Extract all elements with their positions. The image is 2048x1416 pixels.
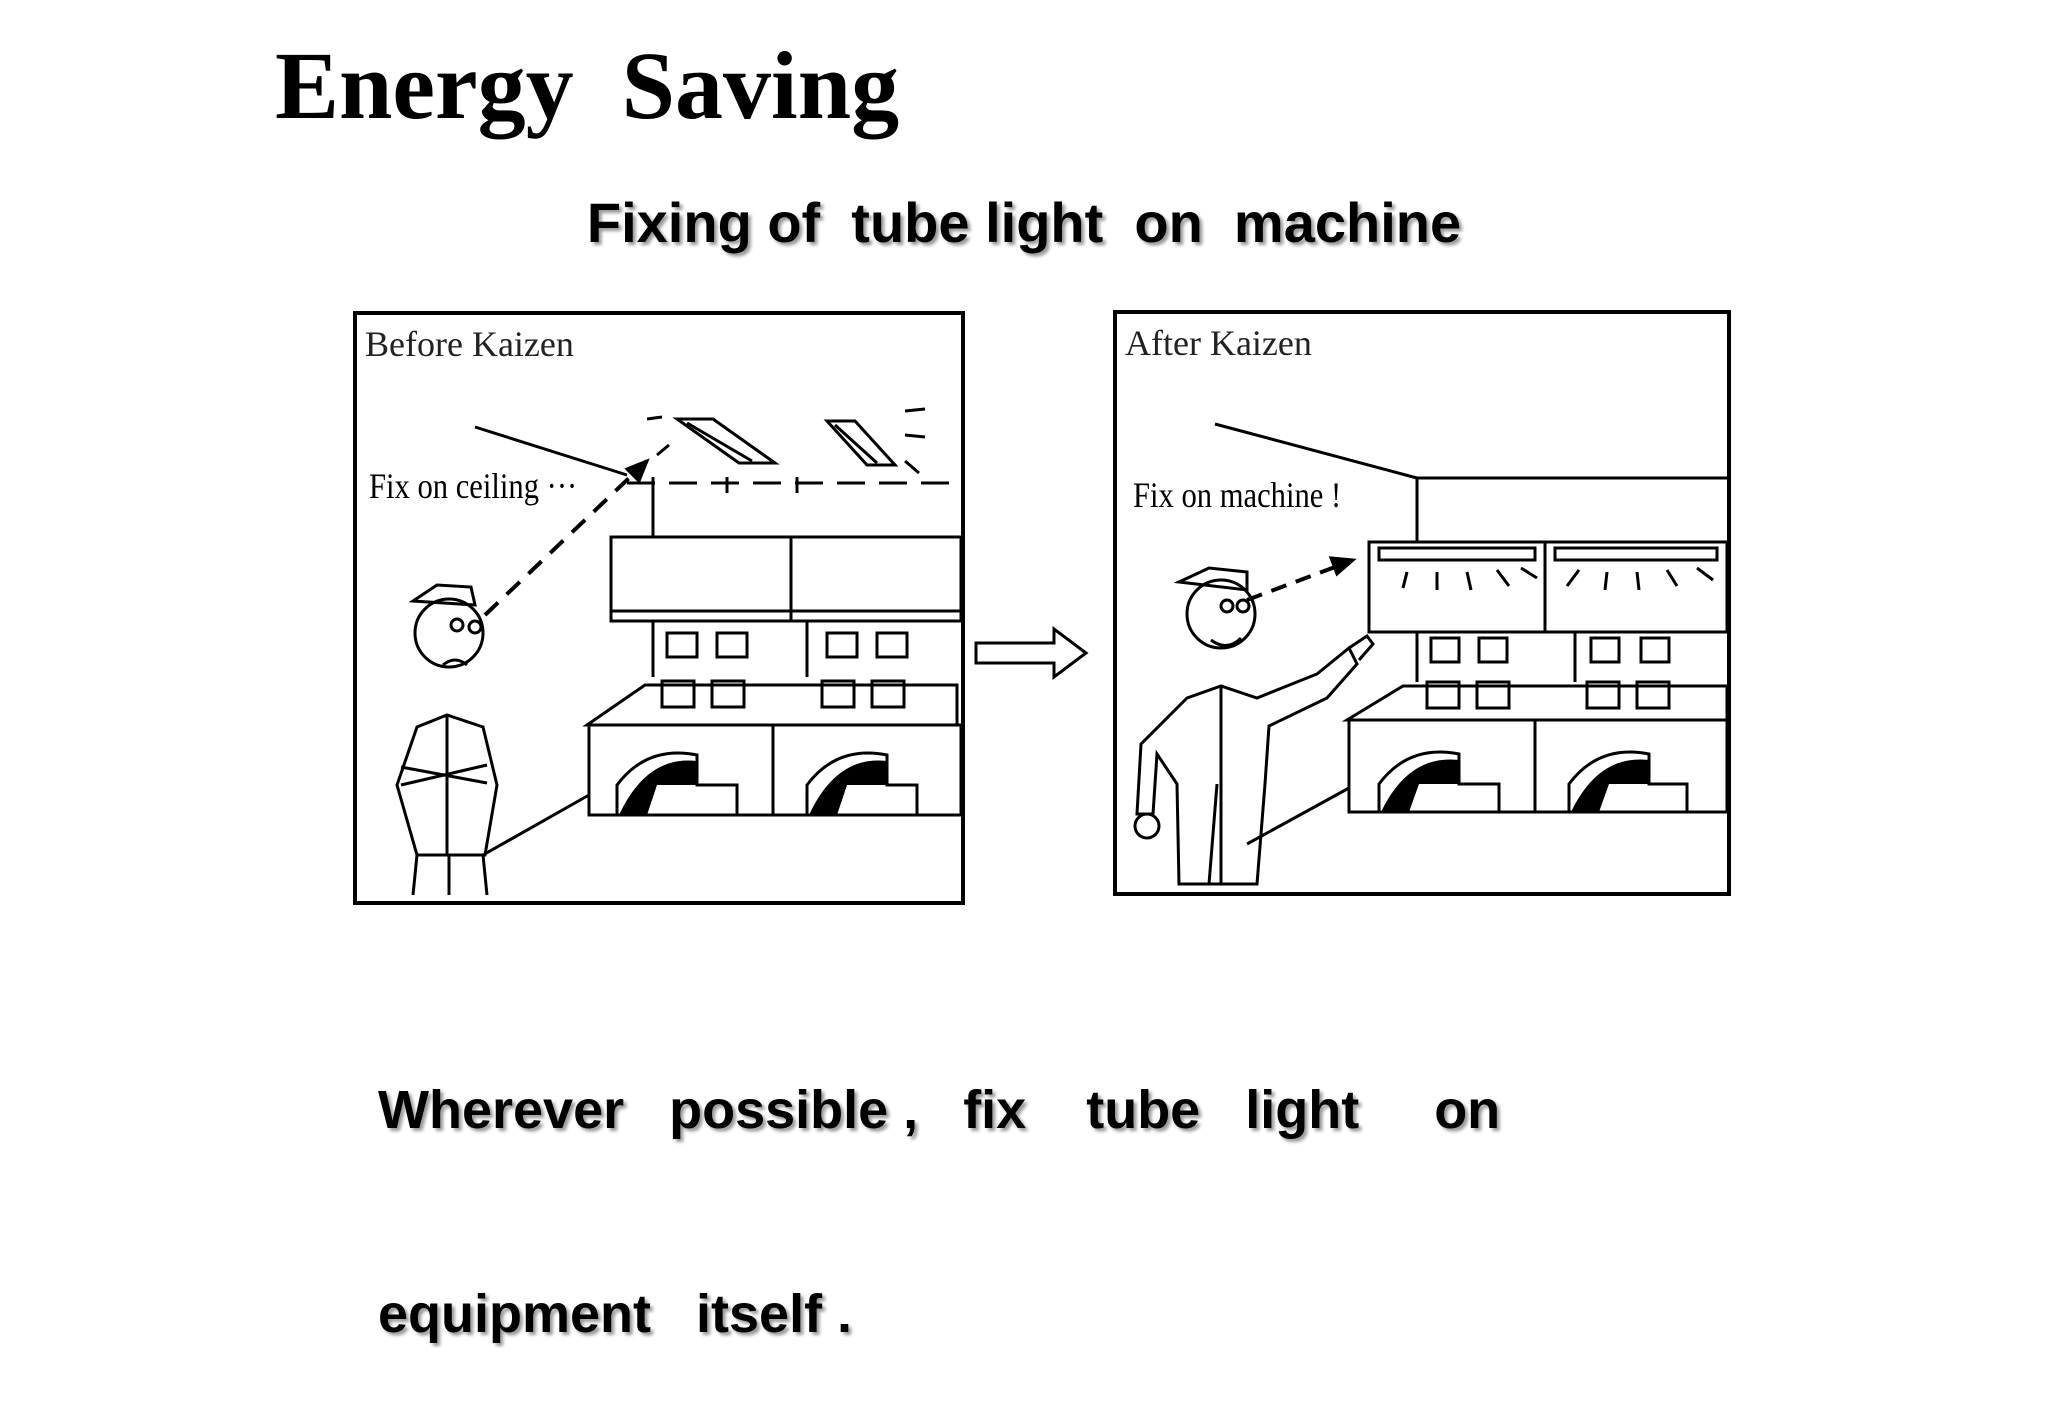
slide-subtitle: Fixing of tube light on machine — [586, 191, 1462, 254]
before-kaizen-illustration — [395, 407, 961, 896]
after-kaizen-illustration — [1133, 422, 1727, 886]
caption-line-2: equipment itself . — [378, 1284, 853, 1344]
after-kaizen-label: After Kaizen — [1125, 323, 1312, 363]
slide-caption: Wherever possible , fix tube light on eq… — [378, 940, 1500, 1416]
right-arrow-icon — [974, 626, 1089, 680]
after-kaizen-panel: After Kaizen Fix on machine ! — [1113, 310, 1731, 896]
after-kaizen-callout: Fix on machine ! — [1133, 475, 1342, 515]
before-kaizen-label: Before Kaizen — [365, 324, 574, 364]
before-kaizen-panel: Before Kaizen Fix on ceiling ··· — [353, 311, 965, 905]
before-kaizen-callout: Fix on ceiling ··· — [369, 466, 578, 506]
caption-line-1: Wherever possible , fix tube light on — [378, 1080, 1501, 1140]
slide-title: Energy Saving — [275, 32, 900, 139]
